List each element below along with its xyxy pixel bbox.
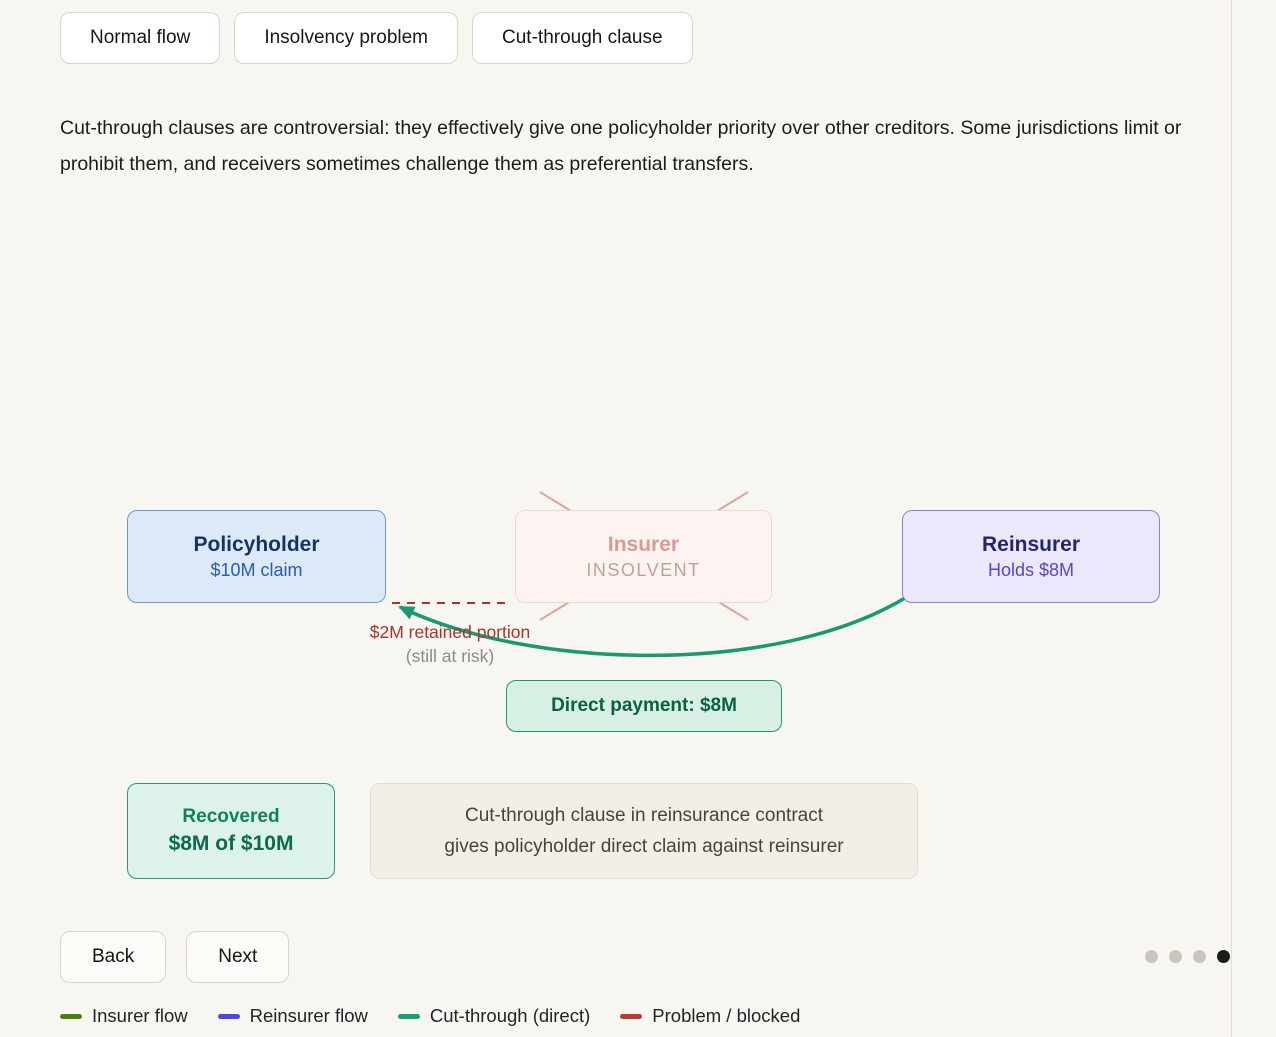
legend-item-reinsurer-flow: Reinsurer flow <box>217 1005 368 1027</box>
legend-label-cut-through: Cut-through (direct) <box>429 1005 591 1026</box>
cut-through-swatch-icon <box>397 1013 420 1019</box>
panel-right-divider <box>1231 0 1232 1037</box>
insurer-node: Insurer INSOLVENT <box>515 510 772 603</box>
progress-dots <box>1145 950 1230 963</box>
insurer-insolvent-label: INSOLVENT <box>586 559 701 580</box>
recovered-amount: $8M of $10M <box>168 832 294 855</box>
progress-dot-2[interactable] <box>1169 950 1182 963</box>
tab-normal-flow[interactable]: Normal flow <box>60 12 221 64</box>
next-button[interactable]: Next <box>186 931 290 983</box>
legend-label-reinsurer-flow: Reinsurer flow <box>249 1005 368 1026</box>
legend-item-insurer-flow: Insurer flow <box>60 1005 188 1027</box>
back-button[interactable]: Back <box>60 931 167 983</box>
tab-cut-through-clause[interactable]: Cut-through clause <box>472 12 693 64</box>
legend-label-problem-blocked: Problem / blocked <box>652 1005 801 1026</box>
retained-portion-sublabel: (still at risk) <box>405 646 495 666</box>
cut-through-note-box: Cut-through clause in reinsurance contra… <box>370 783 918 879</box>
direct-payment-badge: Direct payment: $8M <box>506 680 782 732</box>
recovered-title: Recovered <box>182 806 280 827</box>
progress-dot-4-active[interactable] <box>1217 950 1230 963</box>
retained-portion-label: $2M retained portion <box>369 622 531 642</box>
flow-legend: Insurer flow Reinsurer flow Cut-through … <box>60 1005 800 1027</box>
note-line-1: Cut-through clause in reinsurance contra… <box>464 805 824 826</box>
tab-insolvency-problem[interactable]: Insolvency problem <box>234 12 459 64</box>
note-line-2: gives policyholder direct claim against … <box>444 836 844 857</box>
reinsurer-title: Reinsurer <box>981 532 1081 556</box>
legend-label-insurer-flow: Insurer flow <box>92 1005 188 1026</box>
reinsurer-subtitle: Holds $8M <box>987 559 1075 580</box>
policyholder-title: Policyholder <box>193 532 320 556</box>
reinsurer-node: Reinsurer Holds $8M <box>902 510 1160 603</box>
description-text: Cut-through clauses are controversial: t… <box>60 117 1182 175</box>
legend-item-cut-through: Cut-through (direct) <box>397 1005 591 1027</box>
progress-dot-1[interactable] <box>1145 950 1158 963</box>
legend-item-problem-blocked: Problem / blocked <box>620 1005 800 1027</box>
progress-dot-3[interactable] <box>1193 950 1206 963</box>
policyholder-subtitle: $10M claim <box>210 559 303 580</box>
step-navigation: Back Next <box>60 931 290 983</box>
insurer-title: Insurer <box>607 532 680 556</box>
recovered-summary-box: Recovered $8M of $10M <box>127 783 335 879</box>
policyholder-node: Policyholder $10M claim <box>127 510 386 603</box>
problem-blocked-swatch-icon <box>620 1013 643 1019</box>
insurer-flow-swatch-icon <box>60 1013 82 1019</box>
scenario-tabs: Normal flow Insolvency problem Cut-throu… <box>60 12 693 64</box>
reinsurer-flow-swatch-icon <box>217 1013 240 1019</box>
